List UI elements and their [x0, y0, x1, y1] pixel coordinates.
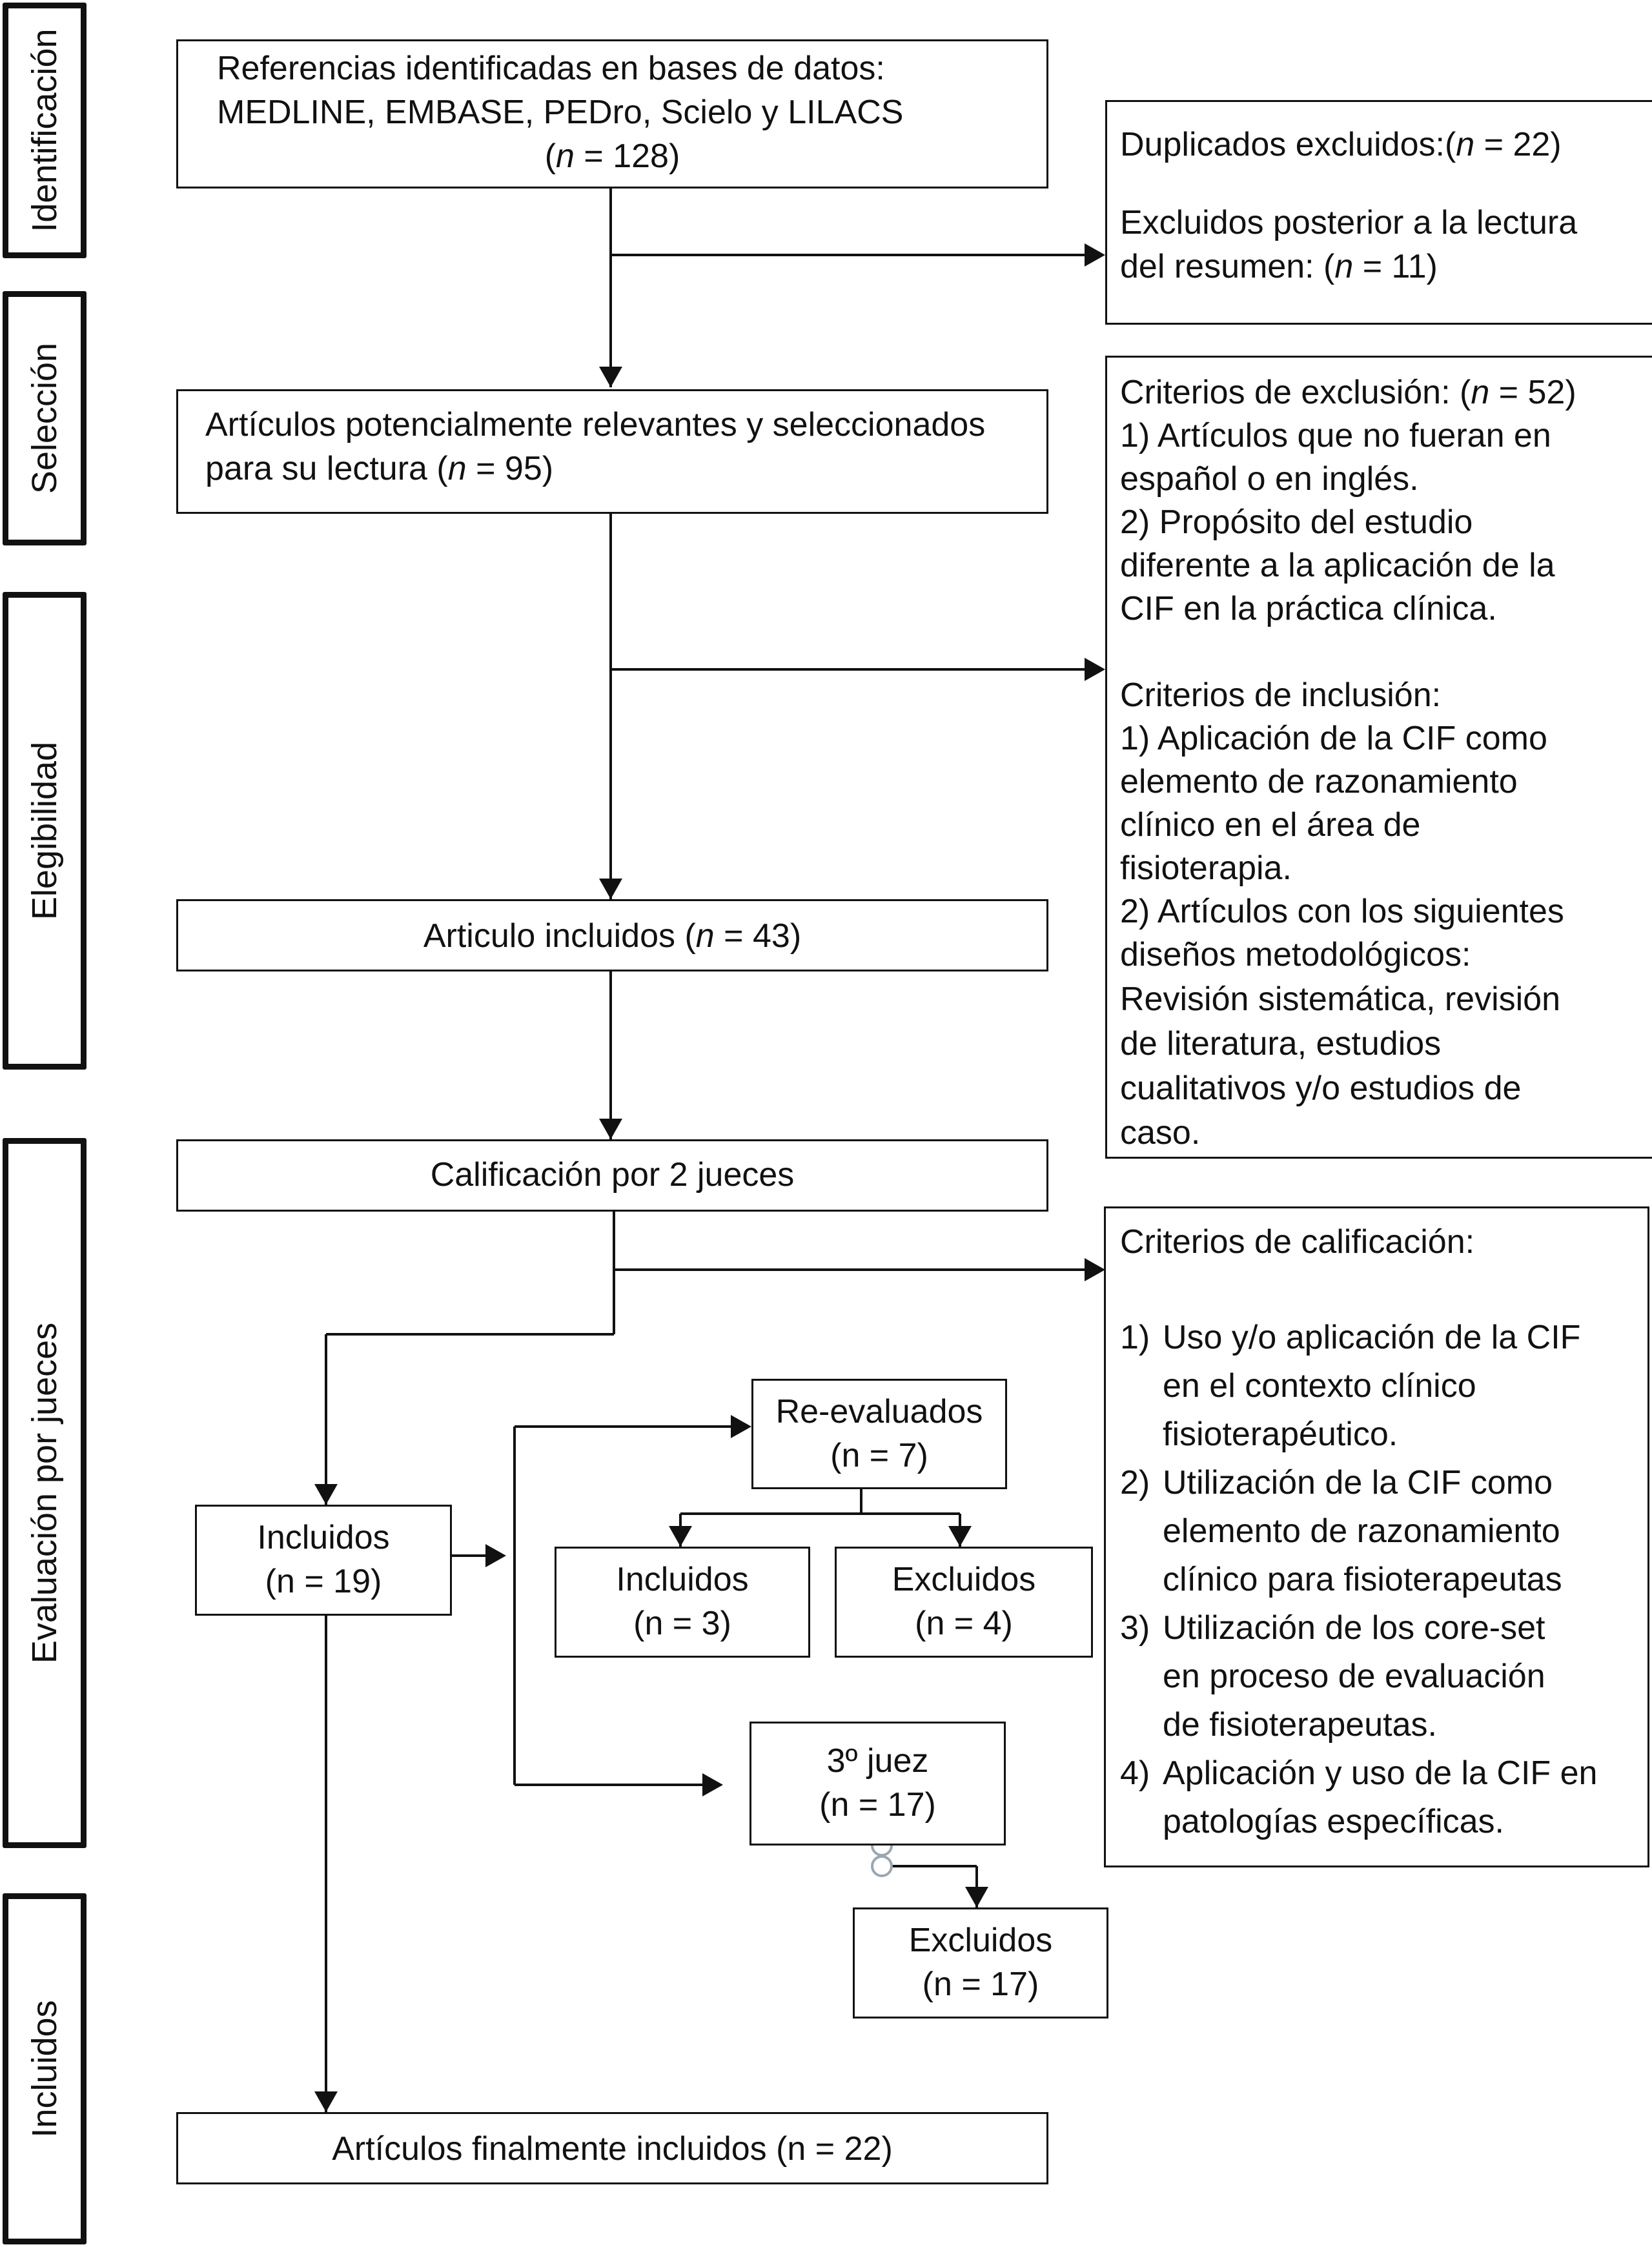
- criteria-line: 1) Aplicación de la CIF como: [1120, 720, 1547, 757]
- criteria-line: clínico en el área de: [1120, 806, 1421, 844]
- rating-item-line: Aplicación y uso de la CIF en: [1163, 1754, 1598, 1792]
- criteria-line: diseños metodológicos:: [1120, 936, 1471, 973]
- arrowhead-relevant: [599, 367, 622, 387]
- rating-item-number: 4): [1120, 1754, 1150, 1792]
- reevaluated-line1: Re-evaluados: [775, 1393, 983, 1430]
- criteria-line: diferente a la aplicación de la: [1120, 547, 1555, 584]
- incluidos19-line2: (n = 19): [265, 1563, 382, 1600]
- rating-item-line: clínico para fisioterapeutas: [1163, 1561, 1562, 1598]
- stage-elegibilidad: Elegibilidad: [3, 592, 87, 1070]
- excluidos17-line1: Excluidos: [908, 1922, 1053, 1959]
- stage-incluidos: Incluidos: [3, 1893, 87, 2244]
- incluidos3-line2: (n = 3): [633, 1605, 731, 1642]
- criteria-inclusion-title: Criterios de inclusión:: [1120, 676, 1442, 714]
- criteria-exclusion-title: Criterios de exclusión: (n = 52): [1120, 374, 1576, 411]
- box-reevaluated: Re-evaluados (n = 7): [751, 1379, 1007, 1489]
- box-judges: Calificación por 2 jueces: [176, 1139, 1048, 1212]
- arrowhead-final: [314, 2091, 338, 2112]
- reevaluated-line2: (n = 7): [830, 1437, 928, 1474]
- rating-item-line: elemento de razonamiento: [1163, 1512, 1560, 1550]
- relevant-line2: para su lectura (n = 95): [205, 450, 554, 487]
- stage-evaluacion: Evaluación por jueces: [3, 1138, 87, 1848]
- references-line3: (n = 128): [544, 137, 680, 175]
- rating-item-line: fisioterapéutico.: [1163, 1416, 1398, 1453]
- arrowhead-criteria: [1085, 658, 1105, 681]
- rating-item-line: Utilización de la CIF como: [1163, 1464, 1553, 1501]
- arrowhead-included: [599, 879, 622, 899]
- stage-seleccion: Selección: [3, 291, 87, 545]
- criteria-line: 1) Artículos que no fueran en: [1120, 417, 1551, 454]
- relevant-line1: Artículos potencialmente relevantes y se…: [205, 406, 986, 443]
- arrowhead-incluidos19-right: [485, 1544, 506, 1567]
- box-references: Referencias identificadas en bases de da…: [176, 39, 1048, 188]
- rating-item-number: 3): [1120, 1609, 1150, 1647]
- excluidos17-line2: (n = 17): [922, 1966, 1039, 2003]
- criteria-line: cualitativos y/o estudios de: [1120, 1070, 1522, 1107]
- box-final: Artículos finalmente incluidos (n = 22): [176, 2112, 1048, 2184]
- stage-identificacion: Identificación: [3, 3, 87, 258]
- final-text: Artículos finalmente incluidos (n = 22): [332, 2130, 893, 2168]
- arrowhead-third-judge: [702, 1773, 723, 1796]
- duplicates-line1: Duplicados excluidos:(n = 22): [1120, 126, 1562, 163]
- references-line1: Referencias identificadas en bases de da…: [217, 50, 885, 87]
- box-incluidos-3: Incluidos (n = 3): [555, 1547, 810, 1658]
- rating-item-line: patologías específicas.: [1163, 1803, 1504, 1840]
- box-third-judge: 3º juez (n = 17): [750, 1722, 1006, 1845]
- rating-item-line: Utilización de los core-set: [1163, 1609, 1545, 1647]
- duplicates-line2: Excluidos posterior a la lectura: [1120, 204, 1578, 241]
- criteria-line: español o en inglés.: [1120, 460, 1419, 498]
- criteria-line: fisioterapia.: [1120, 849, 1292, 887]
- box-incluidos-19: Incluidos (n = 19): [195, 1505, 452, 1616]
- duplicates-line3: del resumen: (n = 11): [1120, 248, 1438, 285]
- rating-item-number: 2): [1120, 1464, 1150, 1501]
- rating-item-line: Uso y/o aplicación de la CIF: [1163, 1319, 1581, 1356]
- rating-item-line: en proceso de evaluación: [1163, 1658, 1545, 1695]
- excluidos4-line2: (n = 4): [915, 1605, 1013, 1642]
- box-relevant: Artículos potencialmente relevantes y se…: [176, 389, 1048, 514]
- judges-text: Calificación por 2 jueces: [430, 1156, 795, 1194]
- incluidos3-line1: Incluidos: [616, 1561, 749, 1598]
- box-included-articles: Articulo incluidos (n = 43): [176, 899, 1048, 971]
- criteria-line: de literatura, estudios: [1120, 1025, 1442, 1062]
- arrowhead-reevaluated: [731, 1415, 751, 1438]
- criteria-line: elemento de razonamiento: [1120, 763, 1518, 800]
- criteria-line: Revisión sistemática, revisión: [1120, 981, 1561, 1018]
- arrowhead-incluidos19: [314, 1484, 338, 1505]
- criteria-line: 2) Propósito del estudio: [1120, 503, 1473, 541]
- references-line2: MEDLINE, EMBASE, PEDro, Scielo y LILACS: [217, 94, 904, 131]
- arrowhead-duplicates: [1085, 243, 1105, 267]
- box-criteria: Criterios de exclusión: (n = 52) 1) Artí…: [1105, 356, 1652, 1159]
- incluidos19-line1: Incluidos: [257, 1519, 390, 1556]
- criteria-line: 2) Artículos con los siguientes: [1120, 893, 1564, 930]
- rating-item-number: 1): [1120, 1319, 1150, 1356]
- arrowhead-incluidos3: [669, 1526, 692, 1547]
- selection-handle-bottom: [871, 1855, 893, 1877]
- rating-item-line: en el contexto clínico: [1163, 1367, 1476, 1405]
- arrowhead-judges: [599, 1119, 622, 1139]
- box-excluidos-4: Excluidos (n = 4): [835, 1547, 1093, 1658]
- box-duplicates: Duplicados excluidos:(n = 22) Excluidos …: [1105, 100, 1652, 325]
- included-articles-text: Articulo incluidos (n = 43): [423, 917, 802, 955]
- criteria-line: CIF en la práctica clínica.: [1120, 590, 1497, 627]
- third-judge-line2: (n = 17): [819, 1786, 936, 1824]
- box-excluidos-17: Excluidos (n = 17): [853, 1907, 1108, 2018]
- third-judge-line1: 3º juez: [826, 1742, 929, 1780]
- box-rating-criteria: Criterios de calificación: 1) Uso y/o ap…: [1104, 1206, 1649, 1867]
- rating-item-line: de fisioterapeutas.: [1163, 1706, 1437, 1744]
- criteria-line: caso.: [1120, 1114, 1201, 1152]
- excluidos4-line1: Excluidos: [892, 1561, 1036, 1598]
- arrowhead-excluidos4: [948, 1526, 972, 1547]
- rating-criteria-title: Criterios de calificación:: [1120, 1223, 1475, 1261]
- arrowhead-excluidos17: [965, 1887, 988, 1907]
- arrowhead-rating-criteria: [1085, 1258, 1105, 1281]
